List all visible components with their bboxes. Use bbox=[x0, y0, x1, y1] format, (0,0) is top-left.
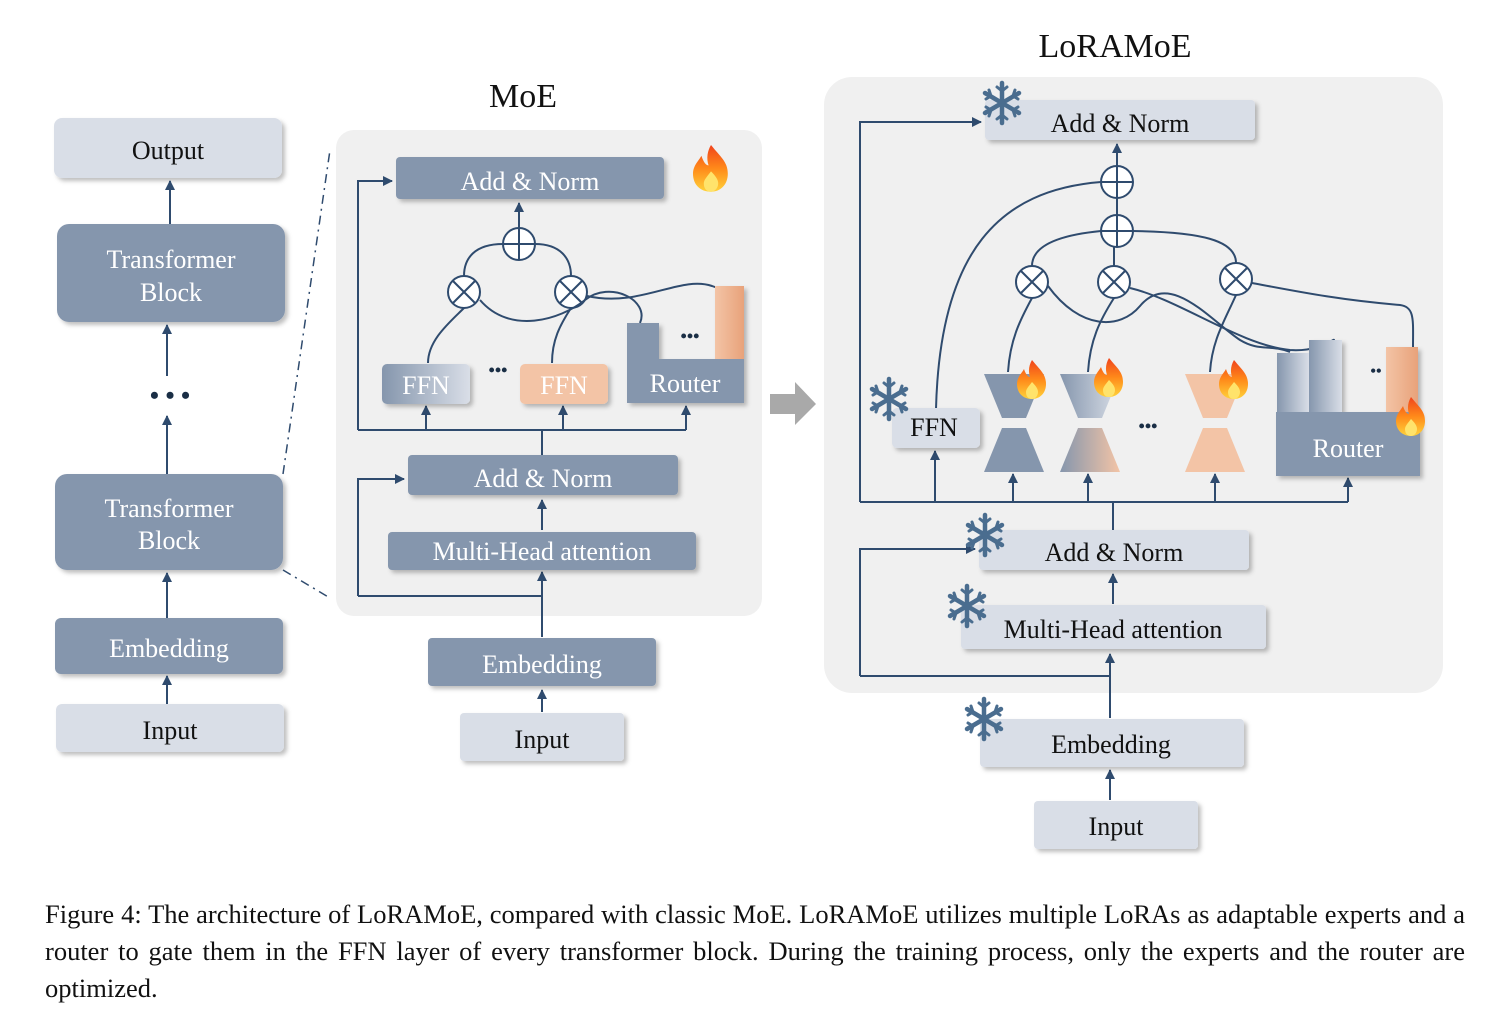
moe-input-label: Input bbox=[515, 725, 571, 754]
otimes-icon bbox=[447, 275, 481, 309]
figure-caption: Figure 4: The architecture of LoRAMoE, c… bbox=[45, 899, 1465, 1003]
loramoe-input-label: Input bbox=[1089, 812, 1145, 841]
otimes-icon bbox=[1015, 265, 1049, 299]
moe-router-label: Router bbox=[650, 369, 721, 398]
moe-ffn-ellipsis: ••• bbox=[489, 360, 508, 380]
loramoe-router bbox=[1276, 340, 1420, 476]
loramoe-ffn-label: FFN bbox=[910, 413, 958, 442]
expert-ellipsis: ••• bbox=[1139, 416, 1158, 436]
zoom-line-top bbox=[282, 149, 331, 475]
lora-expert-3 bbox=[1185, 374, 1245, 472]
loramoe-title: LoRAMoE bbox=[1039, 28, 1192, 65]
loramoe-router-label: Router bbox=[1313, 434, 1384, 463]
moe-ffn-1-label: FFN bbox=[402, 371, 450, 400]
oplus-icon bbox=[1100, 214, 1134, 248]
oplus-icon bbox=[502, 227, 536, 261]
architecture-diagram: Output Transformer Block • • • Transform… bbox=[54, 28, 1443, 849]
arrow-right-icon bbox=[770, 382, 816, 425]
stack-ellipsis: • • • bbox=[150, 381, 190, 410]
loramoe-add-norm-top bbox=[985, 100, 1255, 140]
moe-add-norm-bottom bbox=[408, 455, 678, 495]
moe-router-ellipsis: ••• bbox=[681, 326, 700, 346]
zoom-line-bottom bbox=[282, 569, 331, 599]
transformer-block-bottom bbox=[55, 474, 283, 570]
oplus-icon bbox=[1100, 165, 1134, 199]
input-box bbox=[56, 704, 284, 752]
loramoe-attention-label: Multi-Head attention bbox=[1004, 615, 1223, 644]
left-stack: Output Transformer Block • • • Transform… bbox=[54, 118, 331, 752]
moe-input bbox=[460, 713, 624, 761]
loramoe-input bbox=[1034, 801, 1198, 849]
moe-ffn-2-label: FFN bbox=[540, 371, 588, 400]
moe-attention bbox=[388, 532, 696, 570]
otimes-icon bbox=[1219, 262, 1253, 296]
output-box bbox=[54, 118, 282, 178]
loramoe-router-ellipsis: •• bbox=[1370, 363, 1381, 380]
moe-add-norm-top bbox=[396, 157, 664, 199]
loramoe-background bbox=[824, 77, 1443, 693]
transformer-block-bottom-label-2: Block bbox=[138, 526, 200, 555]
moe-ffn-1 bbox=[382, 364, 470, 404]
loramoe-embedding bbox=[980, 719, 1244, 767]
loramoe-ffn bbox=[892, 408, 980, 448]
embedding-label: Embedding bbox=[109, 634, 229, 663]
transformer-block-top bbox=[57, 224, 285, 322]
moe-title: MoE bbox=[489, 78, 557, 115]
transformer-block-top-label: Transformer bbox=[106, 245, 235, 274]
loramoe-panel: LoRAMoE Add & Norm bbox=[824, 28, 1443, 849]
otimes-icon bbox=[1097, 265, 1131, 299]
moe-add-norm-bottom-label: Add & Norm bbox=[474, 464, 613, 493]
moe-router bbox=[627, 286, 744, 403]
loramoe-add-norm-bottom bbox=[979, 530, 1249, 570]
moe-embedding bbox=[428, 638, 656, 686]
moe-add-norm-top-label: Add & Norm bbox=[461, 167, 600, 196]
transformer-block-bottom-label: Transformer bbox=[104, 494, 233, 523]
transformer-block-top-label-2: Block bbox=[140, 278, 202, 307]
input-label: Input bbox=[143, 716, 199, 745]
embedding-box bbox=[55, 618, 283, 674]
moe-panel: MoE Add & Norm FF bbox=[336, 78, 762, 761]
loramoe-add-norm-top-label: Add & Norm bbox=[1051, 109, 1190, 138]
moe-attention-label: Multi-Head attention bbox=[433, 537, 652, 566]
loramoe-embedding-label: Embedding bbox=[1051, 730, 1171, 759]
loramoe-attention bbox=[961, 605, 1266, 649]
loramoe-add-norm-bottom-label: Add & Norm bbox=[1045, 538, 1184, 567]
moe-embedding-label: Embedding bbox=[482, 650, 602, 679]
moe-ffn-2 bbox=[520, 364, 608, 404]
output-label: Output bbox=[132, 136, 205, 165]
